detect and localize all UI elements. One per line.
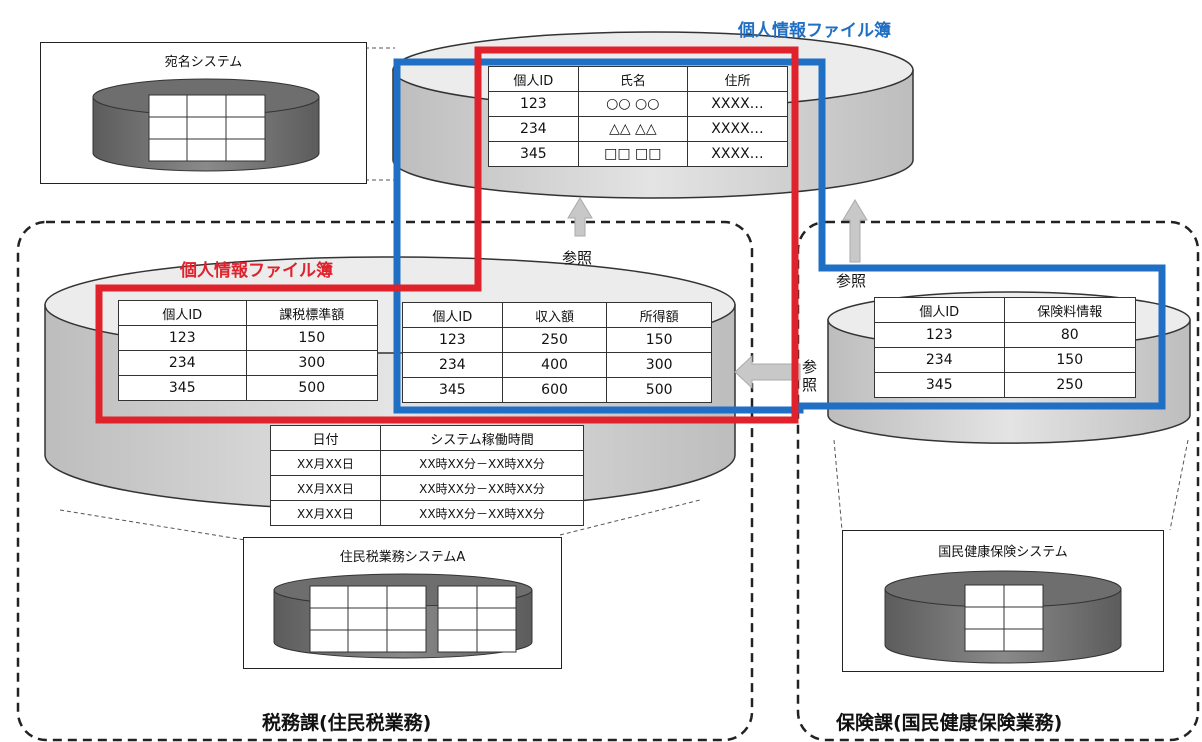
table-cell: XX時XX分－XX時XX分	[380, 450, 584, 476]
atena-system-label: 宛名システム	[164, 55, 243, 70]
table-header: 収入額	[501, 302, 608, 328]
table-header: 個人ID	[488, 66, 579, 92]
table-cell: □□ □□	[577, 141, 688, 167]
table-cell: XX月XX日	[270, 500, 381, 526]
table-cell: △△ △△	[577, 116, 688, 142]
ref-label-side-1: 参	[802, 358, 818, 376]
zeimu-dept-label: 税務課(住民税業務)	[262, 712, 432, 734]
table-cell: XXXX…	[686, 141, 789, 167]
table-cell: 345	[488, 141, 579, 167]
file-title-red: 個人情報ファイル簿	[180, 261, 333, 281]
table-cell: 345	[874, 372, 1005, 398]
table-cell: 80	[1003, 322, 1136, 348]
red-file-outline	[95, 46, 799, 424]
table-cell: 123	[488, 91, 579, 117]
table-cell: 400	[501, 352, 608, 378]
table-cell: 234	[402, 352, 503, 378]
table-cell: 600	[501, 377, 608, 403]
blue-file-outline	[393, 58, 1166, 414]
table-header: 個人ID	[402, 302, 503, 328]
table-row: 日付 システム稼働時間	[270, 425, 584, 451]
hoken-dept-label: 保険課(国民健康保険業務)	[836, 712, 1063, 734]
table-cell: XXXX…	[686, 116, 789, 142]
table-header: 日付	[270, 425, 381, 451]
table-cell: 123	[874, 322, 1005, 348]
table-header: システム稼働時間	[380, 425, 584, 451]
reference-arrows	[567, 197, 868, 390]
table-header: 個人ID	[118, 300, 247, 326]
table-row: 個人ID 収入額 所得額	[402, 302, 712, 328]
table-row: 345□□ □□XXXX…	[488, 141, 789, 167]
table-cell: 250	[1003, 372, 1136, 398]
table-row: 個人ID 課税標準額	[118, 300, 379, 326]
table-cell: 250	[501, 327, 608, 353]
ref-label-side-2: 照	[802, 376, 818, 394]
ref-label-right: 参照	[836, 272, 867, 290]
table-row: 234△△ △△XXXX…	[488, 116, 789, 142]
table-cell: 300	[606, 352, 712, 378]
atena-db-icon	[92, 78, 320, 172]
hoken-dept-container	[796, 220, 1200, 742]
juminzei-system-box: 住民税業務システムA	[243, 537, 562, 669]
table-header: 保険料情報	[1003, 297, 1136, 323]
table-cell: 345	[118, 375, 247, 401]
table-cell: 123	[118, 325, 247, 351]
table-header: 氏名	[577, 66, 688, 92]
table-cell: 234	[118, 350, 247, 376]
table-cell: XX時XX分－XX時XX分	[380, 475, 584, 501]
table-cell: 234	[488, 116, 579, 142]
table-header: 住所	[686, 66, 789, 92]
table-cell: 150	[606, 327, 712, 353]
table-cell: 500	[245, 375, 379, 401]
table-cell: XX月XX日	[270, 475, 381, 501]
kokuho-system-label: 国民健康保険システム	[938, 545, 1068, 560]
table-cell: 234	[874, 347, 1005, 373]
table-cell: 300	[245, 350, 379, 376]
ref-label-top: 参照	[562, 249, 593, 267]
table-header: 課税標準額	[245, 300, 379, 326]
table-cell: XXXX…	[686, 91, 789, 117]
kokuho-system-box: 国民健康保険システム	[842, 530, 1164, 672]
personal-table: 個人ID 氏名 住所 123○○ ○○XXXX… 234△△ △△XXXX… 3…	[488, 66, 789, 167]
zoom-lines	[59, 47, 1189, 541]
table-header: 個人ID	[874, 297, 1005, 323]
table-row: 個人ID 氏名 住所	[488, 66, 789, 92]
zeimu-dept-container	[16, 220, 754, 742]
table-cell: ○○ ○○	[577, 91, 688, 117]
table-cell: 150	[1003, 347, 1136, 373]
atena-system-box: 宛名システム	[40, 42, 367, 184]
table-cell: XX時XX分－XX時XX分	[380, 500, 584, 526]
table-row: 123○○ ○○XXXX…	[488, 91, 789, 117]
table-row: 個人ID 保険料情報	[874, 297, 1136, 323]
table-cell: XX月XX日	[270, 450, 381, 476]
kokuho-db-icon	[884, 570, 1122, 664]
table-cell: 150	[245, 325, 379, 351]
file-title-blue: 個人情報ファイル簿	[738, 21, 891, 41]
juminzei-system-label: 住民税業務システムA	[339, 550, 466, 565]
juminzei-db-icon	[273, 573, 533, 659]
table-cell: 345	[402, 377, 503, 403]
table-cell: 123	[402, 327, 503, 353]
table-cell: 500	[606, 377, 712, 403]
table-header: 所得額	[606, 302, 712, 328]
